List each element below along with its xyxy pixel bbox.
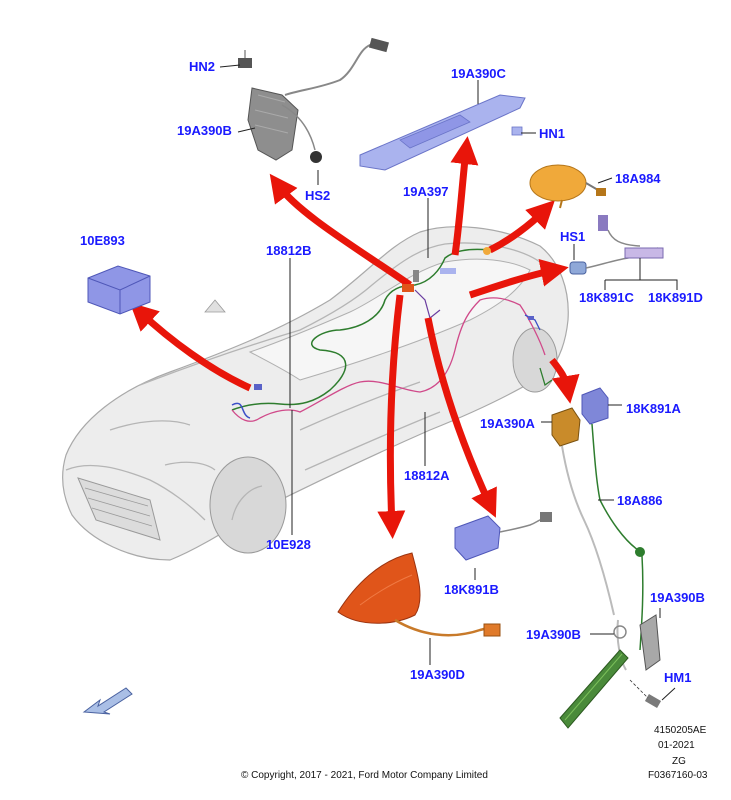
label-hs2: HS2 — [305, 188, 330, 203]
arrow-to-19a390c — [450, 136, 479, 256]
arrow-to-18k891a — [549, 357, 580, 404]
component-19a390b-right — [613, 614, 661, 671]
label-18a886: 18A886 — [617, 493, 663, 508]
component-18a984 — [529, 164, 606, 209]
label-18812a: 18812A — [404, 468, 450, 483]
component-18k891b — [454, 512, 552, 561]
figure-id: F0367160-03 — [648, 770, 708, 781]
vehicle-markers — [254, 247, 534, 390]
leader-lines — [219, 64, 678, 701]
label-19a390c: 19A390C — [451, 66, 507, 81]
date-code: 01-2021 — [658, 740, 695, 751]
label-19a390b-bottom: 19A390B — [526, 627, 581, 642]
label-10e893: 10E893 — [80, 233, 125, 248]
component-19a390d — [337, 552, 501, 637]
label-18k891a: 18K891A — [626, 401, 682, 416]
label-18k891c: 18K891C — [579, 290, 635, 305]
label-10e928: 10E928 — [266, 537, 311, 552]
label-19a390b-top: 19A390B — [177, 123, 232, 138]
component-19a390a — [551, 407, 645, 651]
copyright: © Copyright, 2017 - 2021, Ford Motor Com… — [241, 770, 488, 781]
ref-code: 4150205AE — [654, 725, 707, 736]
component-hs1-18k891c-18k891d — [569, 215, 664, 275]
wiring-harnesses — [231, 248, 553, 422]
label-hn1: HN1 — [539, 126, 565, 141]
label-18k891b: 18K891B — [444, 582, 499, 597]
label-hm1: HM1 — [664, 670, 691, 685]
label-19a390b-right: 19A390B — [650, 590, 705, 605]
arrow-to-19a390b-top — [269, 173, 413, 288]
callout-labels: HN2 19A390B HS2 19A390C HN1 19A397 18A98… — [80, 59, 705, 685]
component-19a390b-top — [238, 37, 389, 163]
label-18k891d: 18K891D — [648, 290, 703, 305]
label-19a397: 19A397 — [403, 184, 449, 199]
label-18812b: 18812B — [266, 243, 312, 258]
label-hn2: HN2 — [189, 59, 215, 74]
arrow-to-19a390d — [377, 294, 406, 539]
label-19a390d: 19A390D — [410, 667, 465, 682]
vehicle-front-direction-arrow-icon — [82, 687, 133, 715]
arrow-to-10e893 — [129, 302, 252, 392]
component-10e893 — [87, 265, 151, 315]
component-glass-antenna — [559, 649, 629, 729]
figure-metadata: 4150205AE 01-2021 ZG F0367160-03 © Copyr… — [241, 725, 708, 781]
component-18k891a — [581, 387, 609, 425]
zg-code: ZG — [672, 756, 686, 767]
location-arrows — [129, 136, 580, 539]
label-19a390a: 19A390A — [480, 416, 536, 431]
arrow-to-18a984 — [488, 200, 555, 254]
arrow-to-18k891b — [424, 317, 497, 518]
component-19a390c — [359, 94, 526, 171]
arrow-to-hs1 — [468, 259, 569, 299]
label-18a984: 18A984 — [615, 171, 661, 186]
label-hs1: HS1 — [560, 229, 585, 244]
component-hm1 — [629, 679, 662, 708]
